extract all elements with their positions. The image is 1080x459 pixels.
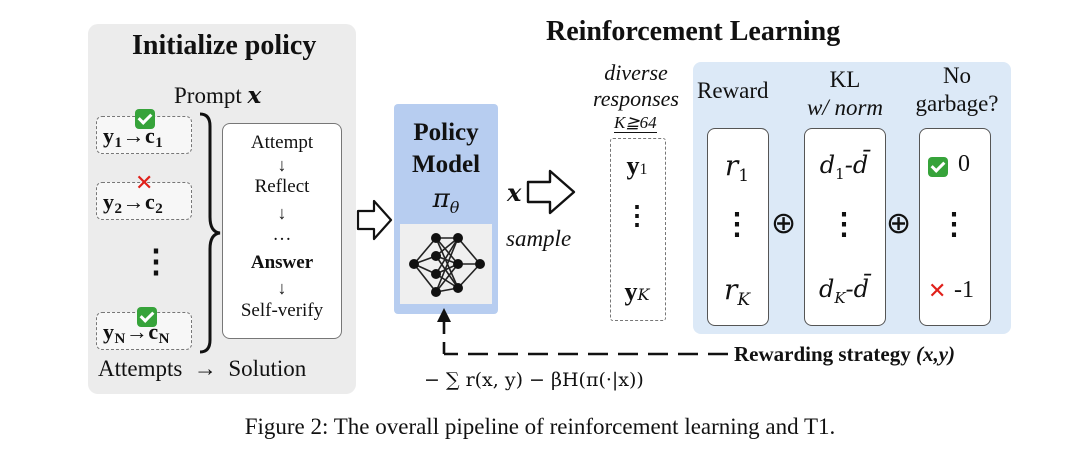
flow-answer: Answer <box>250 252 314 273</box>
neural-network-box <box>400 224 492 304</box>
attempt-box-2: y2→c2 ✕ <box>96 171 192 220</box>
figure-caption: Figure 2: The overall pipeline of reinfo… <box>244 414 836 439</box>
strategy-args: (x,y) <box>915 342 956 366</box>
cross-icon: ✕ <box>135 171 154 196</box>
init-footer: Attempts → Solution <box>98 356 307 381</box>
flow-ellipsis: … <box>272 224 292 245</box>
response-last: yK <box>624 277 650 306</box>
reasoning-flow-box: Attempt ↓ Reflect ↓ … Answer ↓ Self-veri… <box>222 123 342 339</box>
response-first: y1 <box>626 151 648 180</box>
reward-last: rK <box>723 273 751 310</box>
kl-text: KL <box>829 67 861 92</box>
responses-text: responses <box>593 86 679 111</box>
hollow-arrow-icon <box>356 199 393 241</box>
garbage-column: 0 ⋮ ✕ -1 <box>919 128 991 326</box>
flow-arrow-1: ↓ <box>277 155 287 175</box>
prompt-label: Prompt x <box>174 82 261 109</box>
attempt-1-text: y1→c1 <box>103 123 164 151</box>
diverse-text: diverse <box>604 60 668 85</box>
check-icon <box>137 307 157 327</box>
policy-symbol: πθ <box>432 184 460 217</box>
flow-arrow-2: ↓ <box>277 203 287 223</box>
check-icon <box>928 157 948 177</box>
reward-vdots: ⋮ <box>722 208 752 241</box>
hollow-arrow-icon <box>526 169 576 215</box>
rl-title: Reinforcement Learning <box>546 16 841 47</box>
prompt-text: Prompt <box>174 83 242 108</box>
attempt-box-1: y1→c1 <box>96 109 192 154</box>
reward-header: Reward <box>697 78 769 103</box>
prompt-var: x <box>247 82 262 109</box>
curly-brace <box>199 112 221 354</box>
strategy-text: Rewarding strategy <box>734 342 911 366</box>
responses-vdots: ⋮ <box>624 201 650 230</box>
feedback-dashed-arrow <box>437 308 728 356</box>
policy-model-box: Policy Model πθ <box>394 104 498 314</box>
policy-title-2: Model <box>411 151 481 178</box>
oplus-icon: ⊕ <box>886 206 912 241</box>
garbage-bottom-value: -1 <box>954 277 974 303</box>
garbage-no-text: No <box>942 63 972 88</box>
oplus-icon: ⊕ <box>771 206 797 241</box>
kl-last: dK-d̄ <box>818 275 870 307</box>
k-label: K≧64 <box>614 113 657 133</box>
garbage-q-text: garbage? <box>915 91 999 116</box>
cross-icon: ✕ <box>928 279 947 304</box>
kl-norm-text: w/ norm <box>806 95 884 120</box>
kl-first: d1-d̄ <box>819 151 869 183</box>
reward-first: r1 <box>724 149 750 186</box>
responses-column: y1 ⋮ yK <box>610 138 666 321</box>
kl-vdots: ⋮ <box>829 208 859 241</box>
reward-column: r1 ⋮ rK <box>707 128 769 326</box>
kl-column: d1-d̄ ⋮ dK-d̄ <box>804 128 886 326</box>
flow-attempt: Attempt <box>250 132 314 153</box>
attempt-box-n: yN→cN <box>96 307 192 350</box>
flow-reflect: Reflect <box>254 176 310 197</box>
attempts-vdots: ⋮ <box>140 243 172 279</box>
neural-network-icon <box>409 233 485 297</box>
policy-title-1: Policy <box>413 119 479 146</box>
init-title: Initialize policy <box>132 30 317 61</box>
rewarding-strategy-label: Rewarding strategy (x,y) <box>734 342 955 367</box>
garbage-top-value: 0 <box>958 151 970 177</box>
kl-header: KL w/ norm <box>790 66 900 122</box>
check-icon <box>135 109 155 129</box>
garbage-header: No garbage? <box>905 62 1009 118</box>
flow-arrow-3: ↓ <box>277 278 287 298</box>
x-label: x <box>507 178 522 207</box>
garbage-vdots: ⋮ <box>939 208 969 241</box>
reward-formula: − ∑ r(x, y) − βH(π(·|x)) <box>424 369 644 391</box>
flow-self-verify: Self-verify <box>240 300 324 321</box>
diverse-responses-label: diverse responses <box>586 60 686 112</box>
sample-label: sample <box>506 226 572 251</box>
attempt-2-text: y2→c2 <box>103 189 164 217</box>
